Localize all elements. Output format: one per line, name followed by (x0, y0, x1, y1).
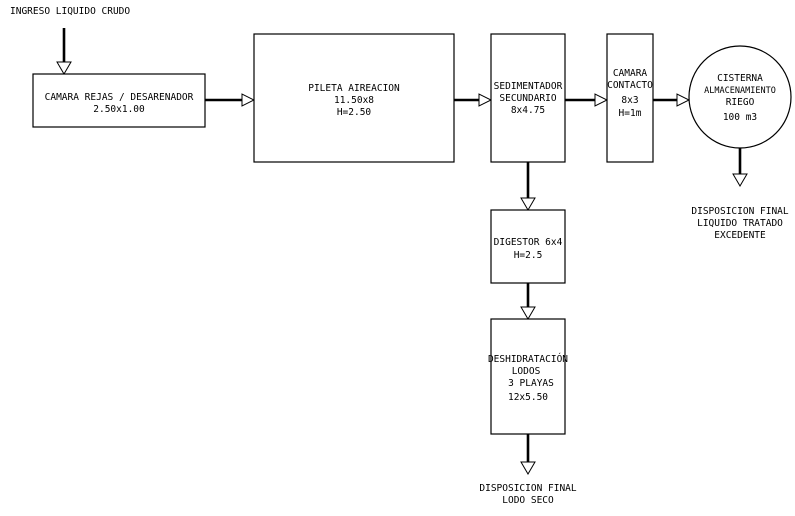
arrowhead-cisterna (676, 93, 691, 107)
camara-contacto-box (606, 33, 654, 163)
digestor-title: DIGESTOR 6x4 (494, 237, 563, 248)
pileta-aireacion-box (253, 33, 455, 163)
deshidratacion-playas: 3 PLAYAS (508, 378, 554, 389)
arrowhead-camara-contacto (594, 93, 609, 107)
camara-contacto-subtitle: CONTACTO (607, 80, 653, 91)
disposicion-lodo-line1: DISPOSICION FINAL (479, 483, 577, 494)
cisterna-title: CISTERNA (717, 73, 763, 84)
digestor-box (490, 209, 566, 284)
camara-contacto-dimensions: 8x3 (621, 95, 638, 106)
arrowhead-deshidratacion (520, 306, 536, 320)
disposicion-liquido-line1: DISPOSICION FINAL (691, 206, 789, 217)
sedimentador-dimensions: 8x4.75 (511, 105, 545, 116)
disposicion-liquido-line3: EXCEDENTE (714, 230, 766, 241)
camara-contacto-height: H=1m (619, 108, 642, 119)
sedimentador-title: SEDIMENTADOR (494, 81, 563, 92)
arrowhead-input (56, 61, 72, 75)
camara-rejas-title: CAMARA REJAS / DESARENADOR (45, 92, 194, 103)
sedimentador-box (490, 33, 566, 163)
deshidratacion-subtitle: LODOS (512, 366, 541, 377)
arrowhead-pileta (241, 93, 256, 107)
deshidratacion-title: DESHIDRATACIÓN (488, 353, 568, 365)
input-label: INGRESO LIQUIDO CRUDO (10, 6, 130, 17)
pileta-height: H=2.50 (337, 107, 372, 118)
sedimentador-subtitle: SECUNDARIO (499, 93, 556, 104)
cisterna-volume: 100 m3 (723, 112, 757, 123)
arrowhead-digestor (520, 197, 536, 211)
arrowhead-disposicion-liquido (732, 173, 748, 187)
digestor-height: H=2.5 (514, 250, 543, 261)
arrowhead-disposicion-lodo (520, 461, 536, 475)
cisterna-use: RIEGO (726, 97, 755, 108)
deshidratacion-dimensions: 12x5.50 (508, 392, 548, 403)
arrowhead-sedimentador (478, 93, 493, 107)
cisterna-subtitle: ALMACENAMIENTO (704, 86, 776, 96)
pileta-dimensions: 11.50x8 (334, 95, 374, 106)
deshidratacion-box (490, 318, 566, 435)
camara-rejas-dimensions: 2.50x1.00 (93, 104, 145, 115)
camara-contacto-title: CAMARA (613, 68, 648, 79)
disposicion-lodo-line2: LODO SECO (502, 495, 554, 506)
pileta-title: PILETA AIREACION (308, 83, 400, 94)
disposicion-liquido-line2: LIQUIDO TRATADO (697, 218, 783, 229)
